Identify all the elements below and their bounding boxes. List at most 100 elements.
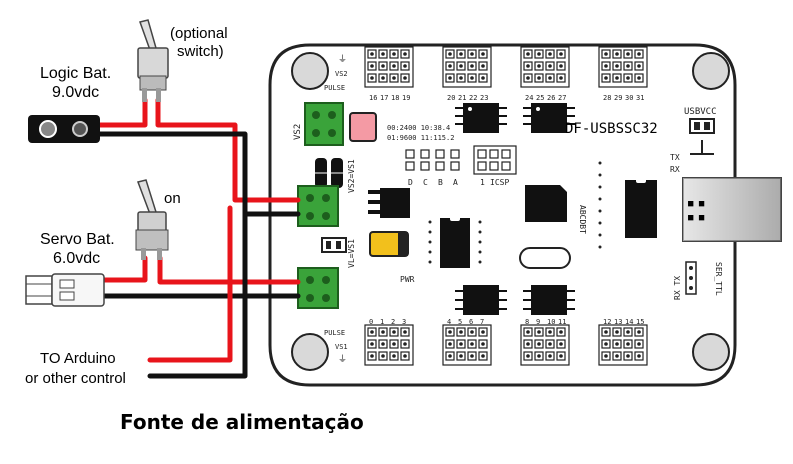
- channel-number: 5: [458, 318, 462, 326]
- pin-dot: [626, 64, 630, 68]
- dcba-label: B: [438, 178, 443, 187]
- pin-dot: [537, 342, 541, 346]
- channel-number: 8: [525, 318, 529, 326]
- header-block: [442, 324, 492, 366]
- pin-dot: [559, 52, 563, 56]
- pin-dot: [548, 52, 552, 56]
- channel-number: 11: [558, 318, 566, 326]
- pin-dot: [392, 52, 396, 56]
- dcba-pin-headers: [405, 149, 460, 171]
- pin-dot: [381, 76, 385, 80]
- channel-number: 4: [447, 318, 451, 326]
- dcba-pin: [435, 161, 445, 171]
- optional-switch[interactable]: [137, 19, 169, 102]
- pin-dots-abcdbt: [598, 161, 602, 249]
- vl-vs1-header: [321, 237, 347, 253]
- pin-dot: [637, 64, 641, 68]
- pin-dot: [459, 76, 463, 80]
- pin-dot: [626, 354, 630, 358]
- pin-dot: [370, 354, 374, 358]
- ic-top-right: [523, 103, 575, 133]
- label-optional-line1: (optional: [170, 25, 228, 42]
- terminal-vs2[interactable]: [304, 102, 344, 146]
- icsp-pin-header: [473, 145, 517, 175]
- label-logic-bat-line2: 9.0vdc: [52, 84, 99, 101]
- dot: [478, 240, 482, 244]
- dot: [598, 245, 602, 249]
- dot: [478, 260, 482, 264]
- channel-number: 12: [603, 318, 611, 326]
- pin-dot: [637, 52, 641, 56]
- header-block: [442, 46, 492, 88]
- pin-dot: [403, 354, 407, 358]
- pin-dot: [381, 342, 385, 346]
- pin-dot: [481, 64, 485, 68]
- servo-switch[interactable]: [135, 179, 169, 260]
- channel-number: 14: [625, 318, 633, 326]
- pin-dot: [626, 330, 630, 334]
- pin-dot: [548, 342, 552, 346]
- pin-dot: [392, 330, 396, 334]
- icsp-pin: [501, 149, 511, 159]
- pin-dot: [381, 64, 385, 68]
- pin-dot: [615, 64, 619, 68]
- voltage-regulator: [368, 188, 410, 218]
- channel-number: 26: [547, 94, 555, 102]
- pin-dot: [459, 354, 463, 358]
- mount-hole-bl: [291, 333, 329, 371]
- pin-dot: [470, 52, 474, 56]
- dot: [428, 230, 432, 234]
- label-ser-ttl: SER_TTL: [714, 262, 723, 296]
- channel-number: 17: [380, 94, 388, 102]
- label-pulse-bottom: PULSE: [324, 329, 345, 337]
- label-vs2-top: VS2: [335, 70, 348, 78]
- pin-dot: [392, 342, 396, 346]
- pin-dot: [448, 330, 452, 334]
- vs2-vs1-jumpers[interactable]: [315, 158, 343, 188]
- usb-connector[interactable]: ■ ■ ■ ■: [682, 177, 782, 242]
- pin-dot: [559, 354, 563, 358]
- dcba-pin: [450, 161, 460, 171]
- ic-top-left: [455, 103, 507, 133]
- label-pulse-top: PULSE: [324, 84, 345, 92]
- label-servo-bat-line2: 6.0vdc: [53, 250, 100, 267]
- pin-dot: [470, 330, 474, 334]
- pin-dot: [637, 342, 641, 346]
- channel-number: 0: [369, 318, 373, 326]
- pin-dot: [537, 64, 541, 68]
- pin-dot: [537, 76, 541, 80]
- mount-hole-tl: [291, 52, 329, 90]
- pin-dot: [559, 330, 563, 334]
- pin-dot: [403, 64, 407, 68]
- icsp-pin: [489, 161, 499, 171]
- label-rx: RX: [670, 165, 680, 174]
- usbvcc-jumper[interactable]: [689, 118, 715, 155]
- pin-dot: [559, 342, 563, 346]
- dot: [478, 250, 482, 254]
- label-servo-bat-line1: Servo Bat.: [40, 231, 115, 248]
- wire-logic-red: [97, 97, 148, 128]
- ground-symbol-top: ⏚: [338, 54, 347, 65]
- board-name: DF-USBSSC32: [565, 121, 658, 137]
- pin-dot: [548, 354, 552, 358]
- label-vlvs1: VL=VS1: [347, 239, 356, 268]
- pin-dot: [637, 76, 641, 80]
- dot: [598, 197, 602, 201]
- pin-dot: [604, 52, 608, 56]
- dot: [478, 220, 482, 224]
- channel-number: 25: [536, 94, 544, 102]
- icsp-pin: [501, 161, 511, 171]
- header-block: [520, 324, 570, 366]
- pin-dot: [548, 330, 552, 334]
- pin-dot: [370, 342, 374, 346]
- dot: [598, 209, 602, 213]
- dot: [478, 230, 482, 234]
- dcba-label: C: [423, 178, 428, 187]
- pin-dot: [548, 76, 552, 80]
- wires: [97, 97, 301, 379]
- label-tx: TX: [670, 153, 680, 162]
- terminal-vs1[interactable]: [297, 185, 339, 227]
- pin-dot: [403, 342, 407, 346]
- terminal-vl[interactable]: [297, 267, 339, 309]
